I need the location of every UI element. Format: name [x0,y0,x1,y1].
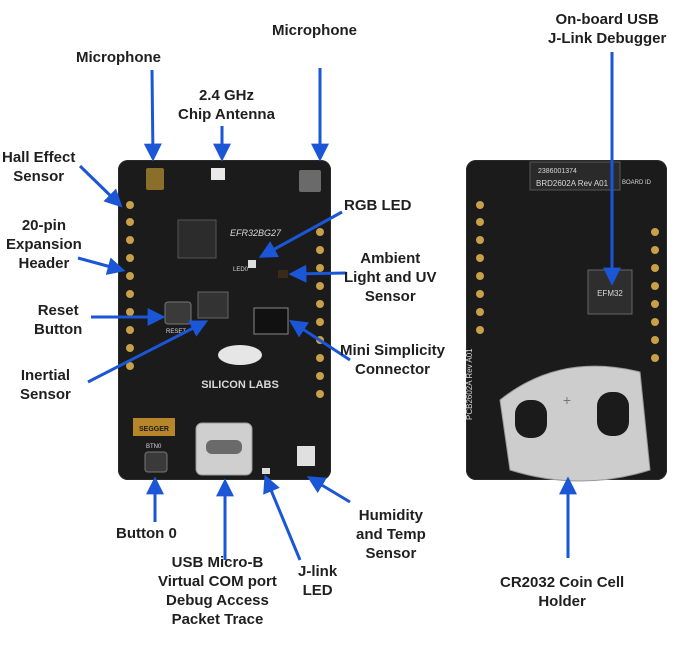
microphone-left-part [146,168,164,190]
label-ambient-light: Ambient Light and UV Sensor [344,249,437,306]
back-board-silk: BRD2602A Rev A01 [536,179,609,188]
label-expansion-header: 20-pin Expansion Header [6,216,82,273]
label-antenna-line1: 2.4 GHz [198,87,254,104]
arrow-rgb-led [258,210,343,258]
right-header-pads [316,228,324,398]
label-jlink-line1: J-link [298,563,338,580]
plus-icon: + [563,392,571,408]
humidity-sensor-part [297,446,315,466]
arrow-ambient [288,264,347,283]
label-rgb-led: RGB LED [344,196,412,215]
coin-holder-slot-right [597,392,629,436]
left-header-pads [126,201,134,370]
label-inertial-sensor: Inertial Sensor [20,366,71,404]
soc-chip [177,219,217,259]
btn0-silk: BTN0 [146,444,162,450]
callout-arrows [77,52,621,561]
segger-silk: SEGGER [139,426,169,433]
microphone-right-part [299,170,321,192]
arrow-expansion [77,256,126,275]
label-expansion-line2: Expansion [6,236,82,253]
ambient-sensor-part [278,270,288,278]
coin-holder-slot-left [515,400,547,438]
label-debugger-line2: J-Link Debugger [548,30,667,47]
rgb-led-part [248,260,256,268]
jlink-led-part [262,468,270,474]
label-humidity-line2: and Temp [356,526,426,543]
back-board-tag-silk: BOARD ID [622,180,652,186]
silabs-logo-icon [218,345,262,365]
logo-silk: SILICON LABS [201,379,279,391]
label-inertial-line2: Sensor [20,386,71,403]
label-microphone-right-text: Microphone [272,22,357,39]
back-serial-silk: 2386001374 [538,168,577,175]
label-debugger: On-board USB J-Link Debugger [548,10,666,48]
label-humidity: Humidity and Temp Sensor [356,506,426,563]
label-coin-line2: Holder [538,593,586,610]
label-inertial-line1: Inertial [20,367,71,384]
chip-silk: EFR32BG27 [230,228,282,238]
label-mini-line2: Connector [355,361,430,378]
label-debugger-line1: On-board USB [555,11,659,28]
arrow-microphone-left [143,69,162,162]
label-usb-line1: USB Micro-B [171,554,264,571]
label-humidity-line3: Sensor [365,545,417,562]
back-header-pads [476,201,659,362]
label-usb-line2: Virtual COM port [158,573,277,590]
label-ambient-line3: Sensor [364,288,416,305]
reset-silk: RESET [166,329,186,335]
label-antenna: 2.4 GHz Chip Antenna [178,86,275,124]
back-pcb-silk: PCB2602A Rev A01 [465,348,474,420]
label-rgb-led-text: RGB LED [344,197,412,214]
label-ambient-line2: Light and UV [344,269,437,286]
reset-button-part [164,301,192,325]
label-expansion-line1: 20-pin [21,217,67,234]
arrow-humidity [306,476,351,504]
arrow-inertial [87,320,209,384]
front-board-details: EFR32BG27 LED0 RESET SILICON LABS SEGGER… [126,168,324,476]
label-reset-line2: Button [34,321,83,338]
label-reset-line1: Reset [37,302,79,319]
antenna-part [211,168,225,180]
arrow-mini-simplicity [288,320,351,362]
label-hall-effect: Hall Effect Sensor [2,148,75,186]
label-jlink-led: J-link LED [298,562,337,600]
back-chip-silk: EFM32 [597,289,623,298]
label-ambient-line1: Ambient [360,250,421,267]
inertial-sensor-part [197,291,229,319]
label-expansion-line3: Header [18,255,70,272]
label-microphone-right: Microphone [272,21,357,40]
label-humidity-line1: Humidity [358,507,423,524]
label-coin-cell: CR2032 Coin Cell Holder [500,573,624,611]
label-microphone-left: Microphone [76,48,161,67]
mini-simplicity-part [253,307,289,335]
back-label-box [529,161,621,191]
label-mini-simplicity: Mini Simplicity Connector [340,341,445,379]
led0-silk: LED0 [233,267,249,273]
arrow-hall-effect [78,164,123,208]
label-button0: Button 0 [116,524,177,543]
label-usb-line4: Packet Trace [171,611,264,628]
label-usb-line3: Debug Access [166,592,269,609]
label-jlink-line2: LED [302,582,333,599]
segger-logo-icon [133,418,175,436]
label-hall-line2: Sensor [13,168,65,185]
label-reset-button: Reset Button [34,301,82,339]
label-microphone-left-text: Microphone [76,49,161,66]
label-hall-line1: Hall Effect [2,149,76,166]
arrow-jlink-led [263,474,302,561]
label-usb: USB Micro-B Virtual COM port Debug Acces… [158,553,277,629]
label-mini-line1: Mini Simplicity [340,342,446,359]
back-board-details: 2386001374 BRD2602A Rev A01 BOARD ID EFM… [465,161,659,482]
button0-part [144,451,168,473]
label-coin-line1: CR2032 Coin Cell [500,574,625,591]
label-antenna-line2: Chip Antenna [178,106,275,123]
usb-port-icon [206,440,242,454]
label-button0-text: Button 0 [116,525,177,542]
